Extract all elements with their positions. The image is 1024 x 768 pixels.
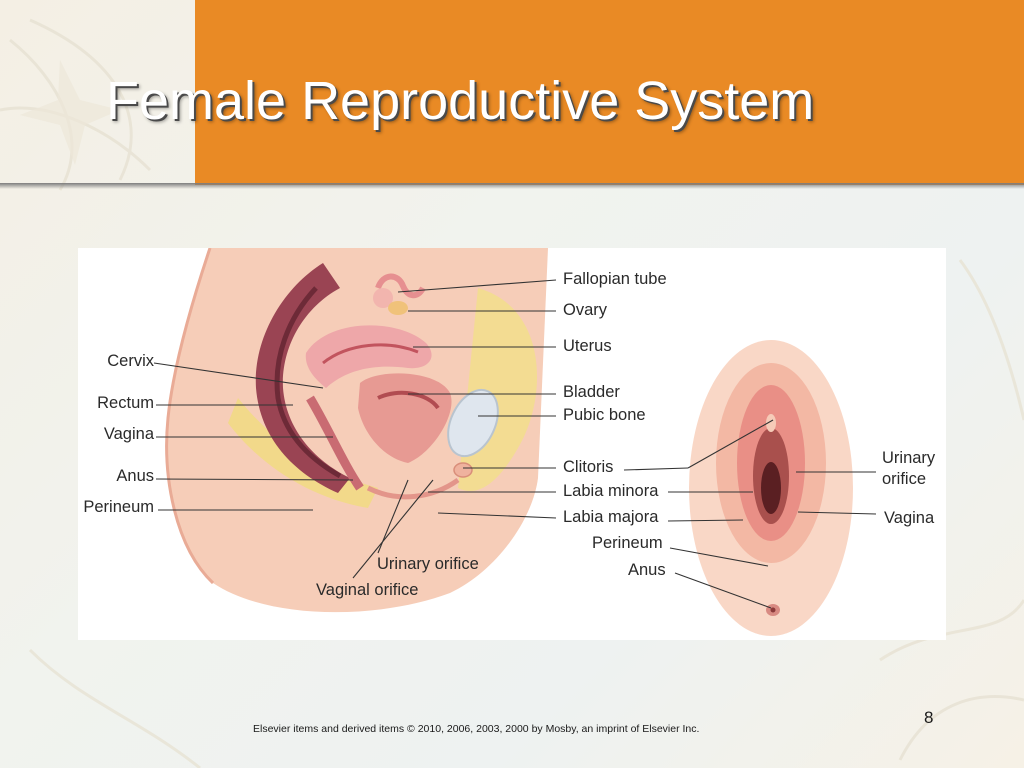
title-banner: [195, 0, 1024, 185]
label-anus-ext: Anus: [628, 561, 666, 579]
leader-vagina-ext: [797, 511, 877, 515]
banner-shadow: [0, 183, 1024, 189]
label-anus: Anus: [116, 467, 154, 485]
label-perineum: Perineum: [83, 498, 154, 516]
anatomy-figure-panel: Cervix Rectum Vagina Anus Perineum Fallo…: [78, 248, 946, 640]
external-view-illustration: [689, 340, 853, 636]
label-urinary-orifice: Urinary orifice: [377, 555, 479, 573]
label-fallopian-tube: Fallopian tube: [563, 270, 667, 288]
leader-anus: [155, 478, 354, 481]
leader-clitoris-right: [623, 467, 689, 471]
leader-clitoris-right-angle: [687, 419, 774, 469]
label-urinary-orifice-ext-line1: Urinary: [882, 449, 936, 467]
anatomy-illustration: [153, 248, 877, 636]
leader-labia-majora-right: [667, 519, 744, 522]
label-cervix: Cervix: [107, 352, 154, 370]
label-bladder: Bladder: [563, 383, 620, 401]
leader-perineum-ext: [669, 547, 769, 567]
slide-title: Female Reproductive System: [106, 71, 815, 131]
label-urinary-orifice-ext-line2: orifice: [882, 470, 927, 488]
label-pubic-bone: Pubic bone: [563, 406, 646, 424]
leader-labia-majora-left: [437, 512, 557, 519]
slide-number: 8: [924, 708, 934, 727]
copyright-footer: Elsevier items and derived items © 2010,…: [253, 723, 700, 735]
label-uterus: Uterus: [563, 337, 612, 355]
leader-anus-ext: [674, 572, 772, 609]
leader-fallopian-tube: [397, 279, 557, 293]
label-ovary: Ovary: [563, 301, 608, 319]
label-clitoris: Clitoris: [563, 458, 614, 476]
label-labia-majora: Labia majora: [563, 508, 659, 526]
sagittal-section-illustration: [165, 248, 548, 613]
label-perineum-ext: Perineum: [592, 534, 663, 552]
label-vagina-ext: Vagina: [884, 509, 935, 527]
leader-lines: [153, 279, 877, 609]
label-vaginal-orifice: Vaginal orifice: [316, 581, 419, 599]
label-rectum: Rectum: [97, 394, 154, 412]
label-vagina: Vagina: [103, 425, 154, 443]
leader-cervix: [153, 362, 324, 389]
leader-vaginal-orifice: [352, 479, 434, 579]
label-labia-minora: Labia minora: [563, 482, 659, 500]
